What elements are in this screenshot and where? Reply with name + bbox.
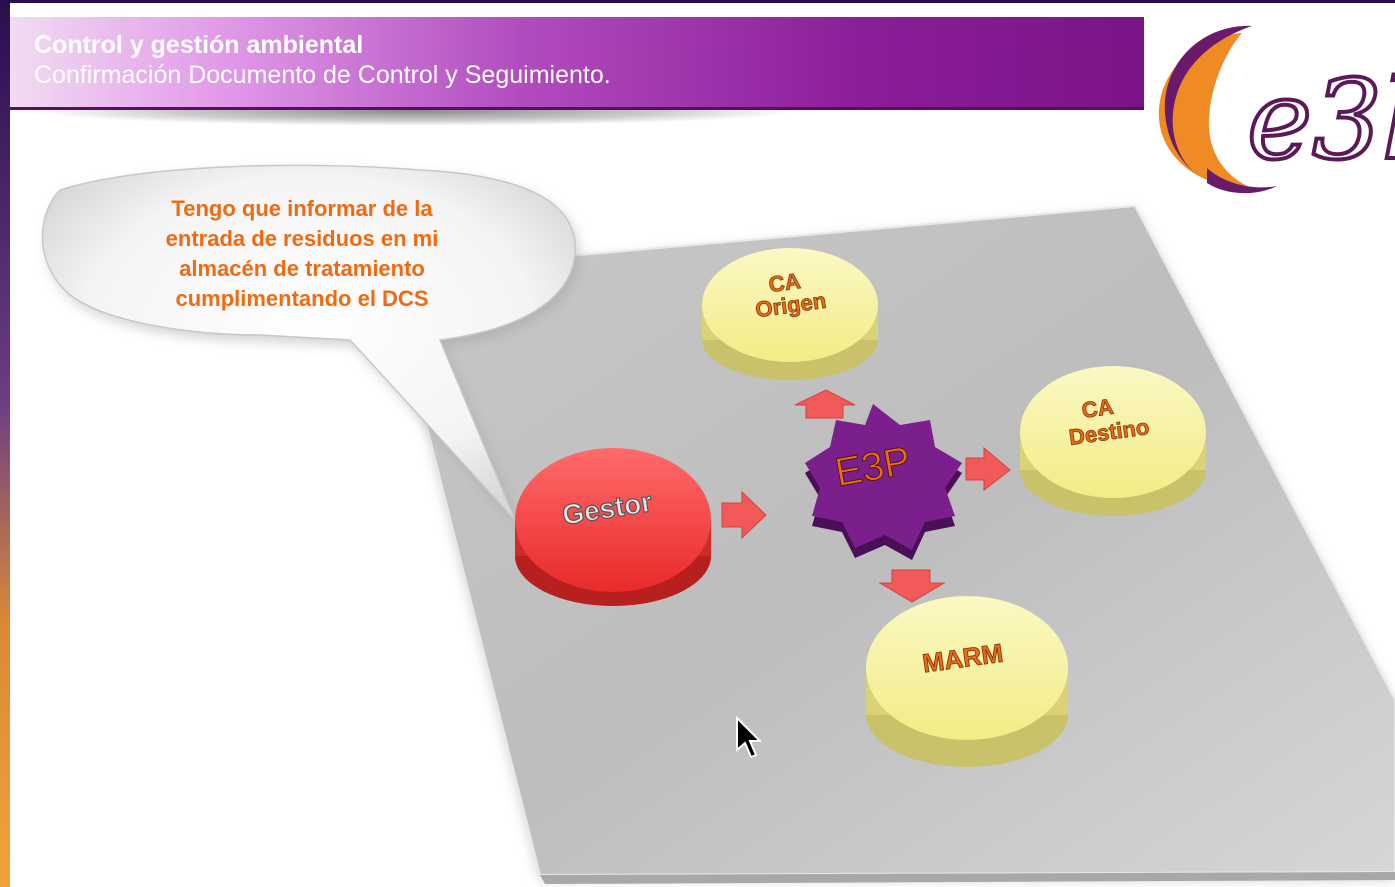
arrow-e3p-to-ca-origen <box>794 389 856 419</box>
node-ca-origen <box>702 248 878 380</box>
node-ca-destino <box>1020 366 1206 516</box>
window-left-border <box>0 0 10 887</box>
label-ca-destino-line2: Destino <box>1067 414 1150 450</box>
page-subtitle: Confirmación Documento de Control y Segu… <box>34 61 611 89</box>
label-ca-destino-line1: CA <box>1080 394 1115 423</box>
e3l-logo: e3l <box>1158 25 1395 194</box>
page-title: Control y gestión ambiental <box>34 31 364 59</box>
title-bar: Control y gestión ambiental Confirmación… <box>10 17 1144 110</box>
window-top-border <box>0 0 1395 3</box>
speech-bubble-text: Tengo que informar de la entrada de resi… <box>88 194 516 314</box>
node-e3p-star <box>805 404 962 560</box>
speech-line-4: cumplimentando el DCS <box>175 286 429 311</box>
arrow-e3p-to-ca-destino <box>965 446 1011 492</box>
arrow-e3p-to-marm <box>878 569 946 603</box>
speech-line-2: entrada de residuos en mi <box>165 226 439 251</box>
label-e3p: E3P <box>832 439 914 495</box>
label-gestor: Gestor <box>560 486 654 531</box>
platform-edge <box>540 872 1395 884</box>
mouse-cursor-icon <box>736 716 761 759</box>
speech-line-3: almacén de tratamiento <box>179 256 425 281</box>
speech-bubble <box>41 164 580 526</box>
node-marm <box>866 596 1068 767</box>
speech-line-1: Tengo que informar de la <box>171 196 433 221</box>
label-ca-origen-line1: CA <box>767 268 802 297</box>
label-ca-origen-line2: Origen <box>754 288 828 323</box>
label-marm: MARM <box>921 638 1005 679</box>
arrow-gestor-to-e3p <box>721 490 767 540</box>
logo-text: e3l <box>1247 56 1395 184</box>
node-gestor <box>515 448 711 606</box>
